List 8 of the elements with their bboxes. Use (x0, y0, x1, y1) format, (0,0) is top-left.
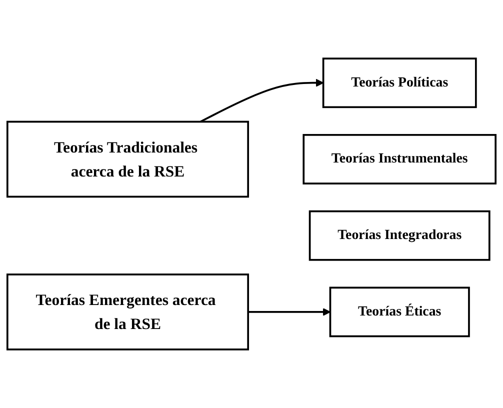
node-box: Teorías Emergentes acerca de la RSE (6, 274, 250, 350)
node-box: Teorías Instrumentales (302, 134, 497, 184)
arrow (248, 308, 331, 316)
node-box: Teorías Tradicionales acerca de la RSE (6, 120, 250, 198)
node-box: Teorías Éticas (329, 286, 470, 338)
node-box: Teorías Políticas (322, 58, 477, 108)
node-box: Teorías Integradoras (308, 210, 490, 261)
arrow (200, 78, 324, 123)
